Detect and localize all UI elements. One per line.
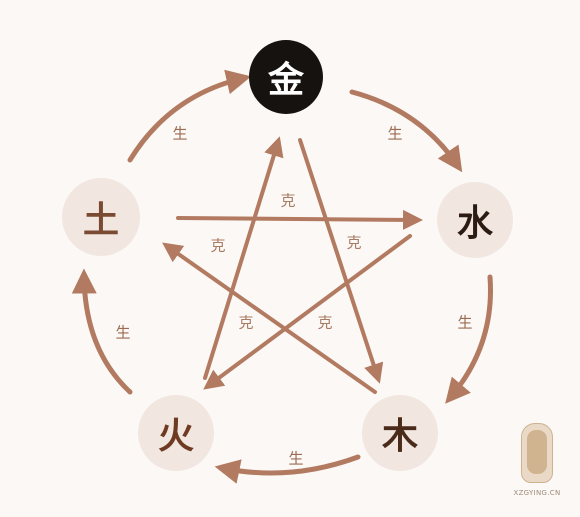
overcoming-label: 克 [280, 191, 296, 210]
overcoming-arrow-water-fire [203, 234, 412, 390]
generating-arrow-wood-fire [214, 454, 361, 484]
generating-label: 生 [457, 313, 473, 332]
element-label-wood: 木 [381, 416, 418, 457]
generating-arrow-fire-earth [71, 268, 133, 395]
generating-arrow-metal-water [349, 89, 463, 173]
element-label-water: 水 [456, 203, 493, 244]
element-node-water: 水 [437, 182, 513, 258]
element-node-earth: 土 [62, 178, 140, 256]
overcoming-label: 克 [210, 236, 226, 255]
watermark-seal [521, 423, 553, 483]
overcoming-label: 克 [346, 233, 362, 252]
overcoming-arrow-metal-wood [298, 138, 384, 384]
element-label-fire: 火 [157, 416, 194, 457]
element-node-metal: 金 [249, 40, 323, 114]
overcoming-arrow-earth-water [176, 209, 423, 230]
element-node-wood: 木 [362, 395, 438, 471]
overcoming-arrow-fire-metal [203, 136, 284, 380]
element-label-earth: 土 [82, 200, 119, 241]
seal-inner [527, 430, 547, 474]
generating-label: 生 [172, 124, 188, 143]
generating-label: 生 [115, 323, 131, 342]
overcoming-label: 克 [238, 313, 254, 332]
watermark-site-text: XZGYING.CN [513, 489, 561, 497]
element-label-metal: 金 [267, 60, 304, 101]
generating-label: 生 [288, 449, 304, 468]
generating-arrow-earth-metal [127, 69, 252, 163]
element-node-fire: 火 [138, 395, 214, 471]
generating-arrow-water-wood [445, 274, 493, 404]
overcoming-arrow-wood-earth [162, 242, 377, 394]
overcoming-label: 克 [317, 313, 333, 332]
generating-label: 生 [387, 124, 403, 143]
